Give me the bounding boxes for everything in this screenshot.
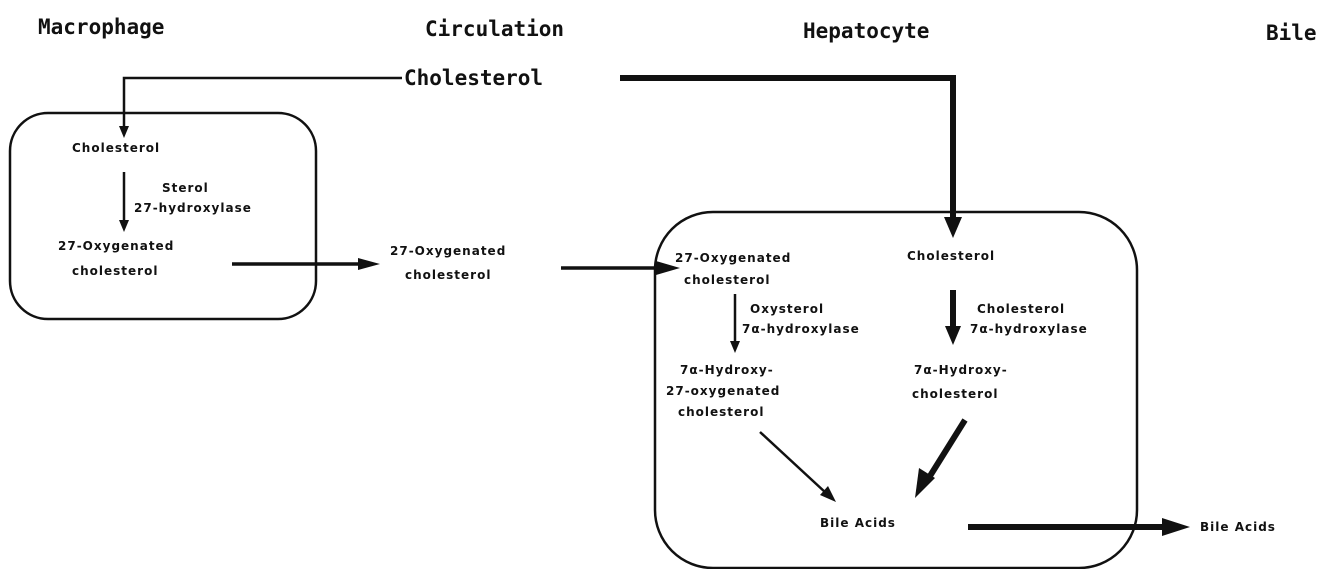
hepatocyte-left-enzyme-line2: 7α-hydroxylase bbox=[742, 322, 860, 336]
hepatocyte-right-enzyme-line1: Cholesterol bbox=[977, 302, 1065, 316]
hepatocyte-left-substrate-line1: 27-Oxygenated bbox=[675, 251, 791, 265]
hepatocyte-left-product-line1: 7α-Hydroxy- bbox=[680, 363, 774, 377]
arrow-cholesterol-7a-hydroxylase bbox=[945, 290, 961, 345]
arrow-source-to-macrophage bbox=[119, 76, 402, 138]
arrow-right-to-bile-acids bbox=[915, 418, 968, 498]
circulation-product-line1: 27-Oxygenated bbox=[390, 244, 506, 258]
circulation-product-line2: cholesterol bbox=[405, 268, 491, 282]
header-hepatocyte: Hepatocyte bbox=[803, 19, 929, 43]
hepatocyte-bile-acids: Bile Acids bbox=[820, 516, 896, 530]
hepatocyte-left-product-line3: cholesterol bbox=[678, 405, 764, 419]
header-bile: Bile bbox=[1266, 21, 1317, 45]
hepatocyte-left-product-line2: 27-oxygenated bbox=[666, 384, 780, 398]
hepatocyte-right-substrate: Cholesterol bbox=[907, 249, 995, 263]
arrow-source-to-hepatocyte bbox=[620, 75, 962, 238]
hepatocyte-right-product-line1: 7α-Hydroxy- bbox=[914, 363, 1008, 377]
arrow-hepatocyte-to-bile bbox=[968, 518, 1190, 536]
hepatocyte-left-enzyme-line1: Oxysterol bbox=[750, 302, 824, 316]
macrophage-enzyme-line1: Sterol bbox=[162, 181, 209, 195]
arrow-oxysterol-7a-hydroxylase bbox=[730, 294, 740, 353]
bile-bile-acids: Bile Acids bbox=[1200, 520, 1276, 534]
hepatocyte-left-substrate-line2: cholesterol bbox=[684, 273, 770, 287]
macrophage-enzyme-line2: 27-hydroxylase bbox=[134, 201, 252, 215]
hepatocyte-box bbox=[653, 210, 1139, 569]
macrophage-box bbox=[8, 111, 318, 321]
hepatocyte-right-enzyme-line2: 7α-hydroxylase bbox=[970, 322, 1088, 336]
macrophage-cholesterol: Cholesterol bbox=[72, 141, 160, 155]
macrophage-product-line1: 27-Oxygenated bbox=[58, 239, 174, 253]
source-cholesterol: Cholesterol bbox=[404, 66, 543, 90]
header-circulation: Circulation bbox=[425, 17, 564, 41]
header-macrophage: Macrophage bbox=[38, 15, 164, 39]
arrow-circulation-to-hepatocyte bbox=[561, 261, 680, 275]
arrow-macrophage-to-circulation bbox=[232, 258, 380, 270]
arrow-sterol-27-hydroxylase bbox=[119, 172, 129, 232]
macrophage-product-line2: cholesterol bbox=[72, 264, 158, 278]
arrow-left-to-bile-acids bbox=[759, 431, 836, 502]
hepatocyte-right-product-line2: cholesterol bbox=[912, 387, 998, 401]
